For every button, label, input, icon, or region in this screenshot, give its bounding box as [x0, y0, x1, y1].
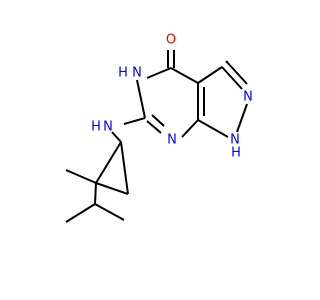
bond-c3-n2: [221, 66, 243, 90]
bond-n7-c7a: [181, 119, 199, 138]
bond-c3-n2-double: [225, 60, 248, 85]
bond-ccp2-methyl: [65, 169, 97, 184]
amine-h-label: H: [91, 120, 101, 135]
background: [0, 0, 300, 300]
bond-c6-n7: [146, 120, 162, 134]
bond-c4-n5: [146, 67, 172, 79]
bond-ch-me2: [94, 203, 125, 221]
atom-labels: O H N N N H N H N: [91, 33, 253, 161]
pyrazole-n1-label: N: [230, 133, 240, 148]
molecule-structure: O H N N N H N H N: [0, 0, 300, 300]
bond-ccp1-ccp2: [95, 141, 122, 184]
bond-c4-c3a: [170, 67, 199, 84]
bond-n5-c6: [136, 79, 146, 119]
bond-n1-c7a: [197, 119, 229, 138]
bond-ccp1-ccp3: [120, 141, 129, 195]
bond-nh-ccp1: [111, 131, 122, 143]
bond-ccp2-ch: [94, 182, 97, 205]
pyrimidine-nitrogen-label: N: [167, 133, 177, 148]
bond-n2-n1: [236, 103, 248, 133]
bond-ch-me1: [65, 203, 96, 223]
bond-c6-nh: [123, 117, 146, 125]
bond-ccp2-ccp3: [95, 182, 129, 195]
bond-c3a-c3: [197, 66, 223, 84]
pyrazole-h-label: H: [231, 146, 241, 161]
lactam-nitrogen-label: N: [132, 66, 142, 81]
oxygen-label: O: [166, 33, 176, 48]
bonds: [65, 50, 248, 223]
amine-nitrogen-label: N: [103, 120, 113, 135]
lactam-h-label: H: [118, 66, 128, 81]
bond-c6-n7-double: [151, 114, 165, 127]
pyrazole-n2-label: N: [243, 90, 253, 105]
